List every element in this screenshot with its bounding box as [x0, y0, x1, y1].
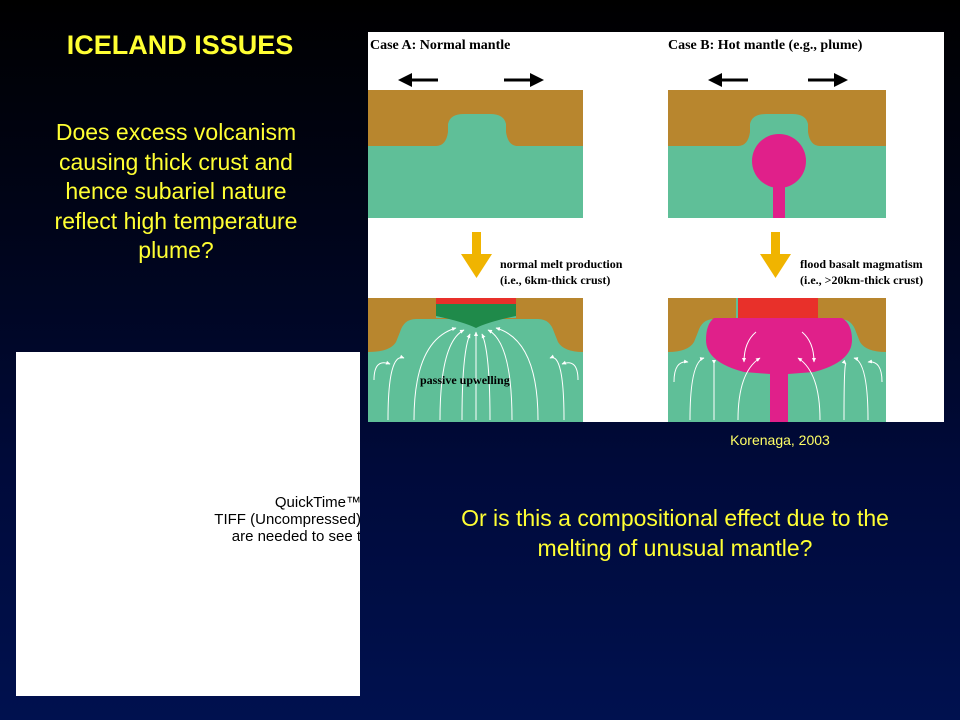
quicktime-placeholder: QuickTime™ TIFF (Uncompressed) are neede… [16, 352, 360, 696]
citation: Korenaga, 2003 [730, 432, 830, 448]
melt-zone-a [436, 304, 516, 328]
melt-a-sublabel: (i.e., 6km-thick crust) [500, 273, 610, 287]
panel-b-top [668, 90, 886, 218]
plume-head [752, 134, 806, 188]
spreading-arrows-b [708, 73, 848, 87]
quicktime-line-2: TIFF (Uncompressed) [214, 511, 360, 528]
quicktime-message: QuickTime™ TIFF (Uncompressed) are neede… [101, 494, 360, 545]
crust-a-top [368, 90, 583, 146]
mantle-diagram: Case A: Normal mantle Case B: Hot mantle… [368, 32, 944, 422]
plume-question: Does excess volcanism causing thick crus… [54, 119, 298, 263]
quicktime-line-3: are needed to see t [231, 528, 360, 545]
spreading-arrows-a [398, 73, 544, 87]
crust-a-bottom [368, 298, 583, 352]
panel-b-bottom [668, 298, 886, 422]
panel-a-top [368, 90, 583, 218]
melt-a-label: normal melt production [500, 257, 623, 271]
melt-arrow-a [461, 232, 492, 278]
composition-question: Or is this a compositional effect due to… [461, 505, 889, 561]
quicktime-line-1: QuickTime™ [274, 494, 360, 511]
slide-title: ICELAND ISSUES [66, 30, 294, 60]
panel-a-bottom: passive upwelling [368, 298, 583, 422]
flow-lines-a [373, 327, 579, 421]
melt-layer-b [738, 298, 818, 318]
case-a-heading: Case A: Normal mantle [370, 38, 510, 53]
flow-lines-b [673, 331, 883, 421]
melt-b-sublabel: (i.e., >20km-thick crust) [800, 273, 923, 287]
case-b-heading: Case B: Hot mantle (e.g., plume) [668, 38, 863, 53]
upwelling-label: passive upwelling [420, 373, 510, 387]
plume-head-spread [706, 318, 852, 422]
crust-b-top [668, 90, 886, 146]
plume-tail-top [773, 184, 785, 218]
melt-arrow-b [760, 232, 791, 278]
melt-layer-a [436, 298, 516, 304]
melt-b-label: flood basalt magmatism [800, 257, 923, 271]
crust-b-bottom [668, 298, 886, 352]
